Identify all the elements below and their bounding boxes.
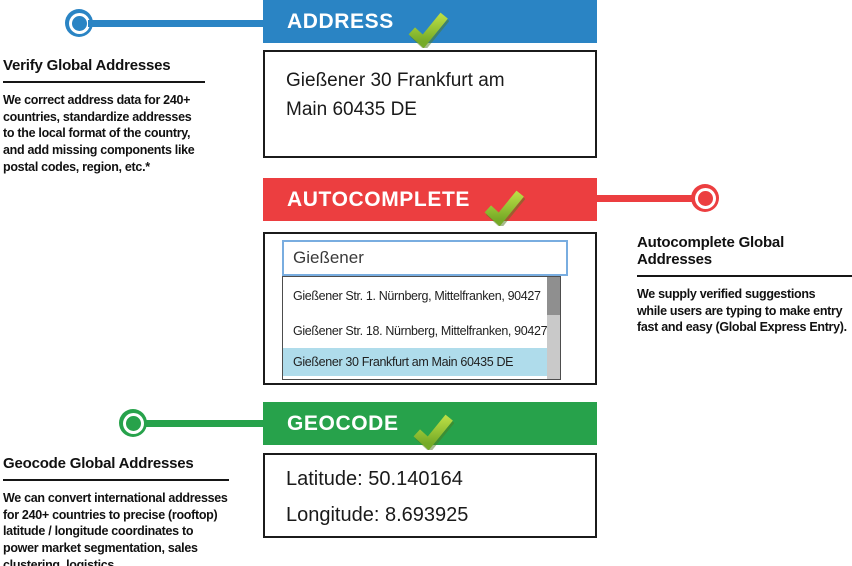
geocode-info-title: Geocode Global Addresses [3, 455, 229, 481]
scrollbar-thumb[interactable] [547, 277, 560, 315]
address-info-body: We correct address data for 240+ countri… [3, 93, 195, 174]
longitude-value: Longitude: 8.693925 [286, 504, 469, 526]
latitude-value: Latitude: 50.140164 [286, 468, 463, 490]
dropdown-scrollbar[interactable] [547, 277, 560, 379]
geocode-info-block: Geocode Global Addresses We can convert … [3, 455, 229, 566]
address-result-box: Gießener 30 Frankfurt am Main 60435 DE [263, 50, 597, 158]
geocode-result-box: Latitude: 50.140164 Longitude: 8.693925 [263, 453, 597, 538]
suggestion-item-selected[interactable]: Gießener 30 Frankfurt am Main 60435 DE [283, 348, 547, 376]
address-header-label: ADDRESS [287, 9, 394, 33]
geocode-connector-node-icon [119, 409, 147, 437]
checkmark-icon [413, 414, 454, 450]
suggestion-item[interactable]: Gießener Str. 18. Nürnberg, Mittelfranke… [293, 323, 548, 338]
autocomplete-search-input[interactable] [282, 240, 568, 276]
autocomplete-header-label: AUTOCOMPLETE [287, 187, 470, 211]
autocomplete-header-bar: AUTOCOMPLETE [263, 178, 597, 226]
autocomplete-info-block: Autocomplete Global Addresses We supply … [637, 234, 852, 336]
autocomplete-info-title: Autocomplete Global Addresses [637, 234, 852, 277]
autocomplete-dropdown: Gießener Str. 1. Nürnberg, Mittelfranken… [282, 276, 561, 380]
address-info-block: Verify Global Addresses We correct addre… [3, 57, 205, 175]
address-header-bar: ADDRESS [263, 0, 597, 48]
address-connector-line [88, 20, 265, 27]
geocode-header-bar: GEOCODE [263, 402, 597, 450]
checkmark-icon [484, 190, 525, 226]
geocode-header-label: GEOCODE [287, 411, 399, 435]
checkmark-icon [408, 12, 449, 48]
autocomplete-connector-node-icon [691, 184, 719, 212]
suggestion-item[interactable]: Gießener Str. 1. Nürnberg, Mittelfranken… [293, 288, 541, 303]
address-info-title: Verify Global Addresses [3, 57, 205, 83]
geocode-connector-line [145, 420, 265, 427]
autocomplete-connector-line [595, 195, 692, 202]
geocode-info-body: We can convert international addresses f… [3, 491, 228, 566]
autocomplete-demo-box: Gießener Str. 1. Nürnberg, Mittelfranken… [263, 232, 597, 385]
autocomplete-info-body: We supply verified suggestions while use… [637, 287, 847, 335]
address-result-text: Gießener 30 Frankfurt am Main 60435 DE [286, 70, 505, 120]
